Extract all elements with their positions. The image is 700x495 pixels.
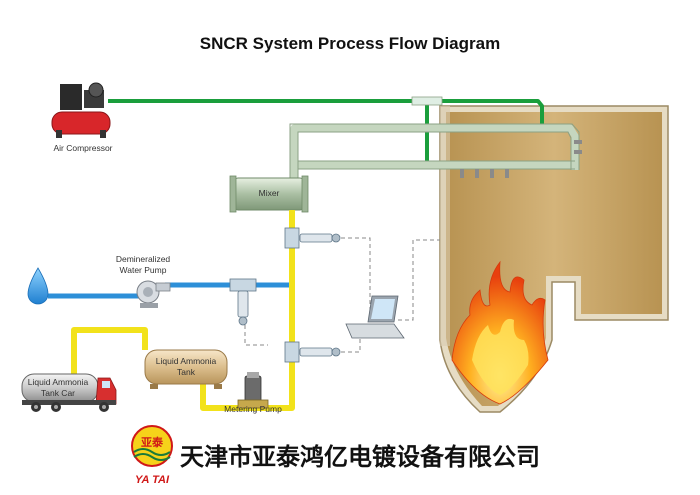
logo-subtitle: YA TAI [135, 474, 170, 486]
furnace-flame [451, 260, 549, 405]
company-logo: 亚泰 YA TAI [131, 425, 173, 486]
liquid-ammonia-tank-car: Liquid Ammonia Tank Car [21, 373, 117, 412]
demineralized-water-pump [136, 280, 171, 308]
injection-nozzles [460, 140, 582, 178]
injection-lines [290, 124, 579, 190]
diagram-title: SNCR System Process Flow Diagram [200, 34, 500, 53]
demin-pump-label-line1: Demineralized [116, 254, 171, 264]
liquid-ammonia-tank: Liquid Ammonia Tank [144, 349, 228, 389]
tank-car-label-line1: Liquid Ammonia [28, 377, 89, 387]
mixer: Mixer [229, 175, 309, 213]
ammonia-tank-label-line1: Liquid Ammonia [156, 356, 217, 366]
tank-car-label-line2: Tank Car [41, 388, 75, 398]
company-name: 天津市亚泰鸿亿电镀设备有限公司 [180, 443, 540, 471]
demin-pump-label-line2: Water Pump [120, 265, 167, 275]
lower-control-valve [284, 341, 341, 363]
metering-pump [237, 372, 269, 409]
mixer-label: Mixer [259, 188, 280, 198]
control-signal-lines [244, 237, 440, 353]
air-compressor [51, 82, 111, 138]
ammonia-tank-label-line2: Tank [177, 367, 196, 377]
upper-control-valve [284, 227, 341, 249]
air-compressor-label: Air Compressor [53, 143, 112, 153]
water-flow-valve [229, 278, 257, 326]
laptop-controller-icon [345, 295, 405, 339]
metering-pump-label: Metering Pump [224, 404, 282, 414]
demineralized-water-line [48, 282, 292, 299]
logo-mark: 亚泰 [141, 435, 164, 449]
water-drop-icon [27, 267, 49, 305]
